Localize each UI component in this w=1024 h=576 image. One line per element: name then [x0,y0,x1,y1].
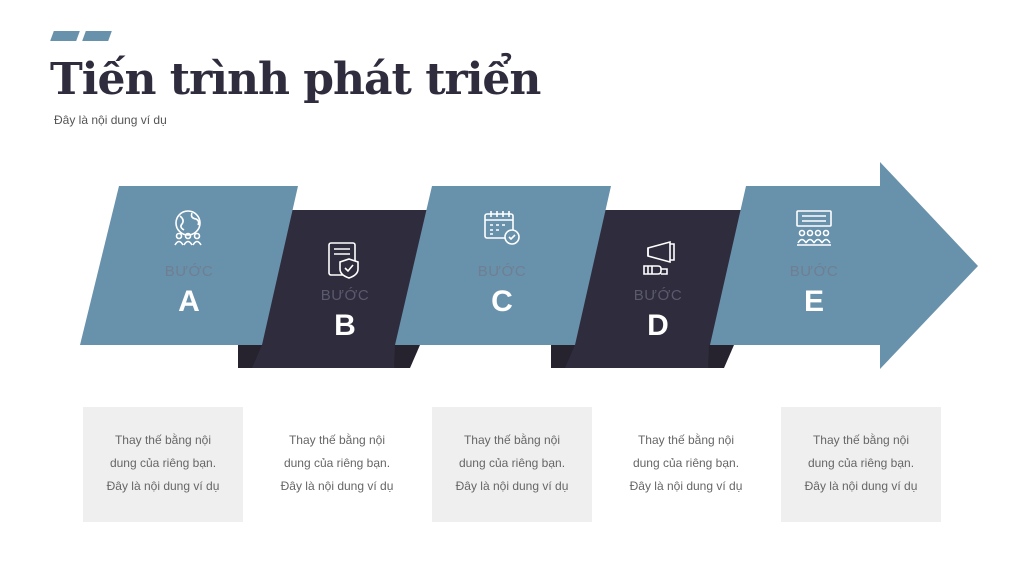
description-line: dung của riêng bạn. [283,456,391,470]
description-line: Đây là nội dung ví dụ [106,479,220,493]
description-line: dung của riêng bạn. [458,456,566,470]
step-b: BƯỚC B [285,287,405,343]
step-d-shape [551,210,742,368]
description-line: Thay thế bằng nội [288,433,386,447]
step-e-label: BƯỚC [789,263,839,280]
step-b-label: BƯỚC [320,287,370,304]
step-a-description: Thay thế bằng nội dung của riêng bạn. Đâ… [83,407,243,522]
description-line: Thay thế bằng nội [812,433,910,447]
step-c-label: BƯỚC [477,263,527,280]
step-d-description: Thay thế bằng nội dung của riêng bạn. Đâ… [606,407,766,522]
folder-shield-icon [328,242,359,279]
description-line: Thay thế bằng nội [114,433,212,447]
page-subtitle: Đây là nội dung ví dụ [54,113,167,127]
description-line: Thay thế bằng nội [637,433,735,447]
description-line: Đây là nội dung ví dụ [455,479,569,493]
globe-people-icon [174,210,202,246]
description-line: dung của riêng bạn. [807,456,915,470]
description-line: Đây là nội dung ví dụ [629,479,743,493]
page-title: Tiến trình phát triển [50,54,541,105]
step-a-letter: A [178,285,200,318]
megaphone-hand-icon [643,240,675,275]
description-line: dung của riêng bạn. [632,456,740,470]
step-e-description: Thay thế bằng nội dung của riêng bạn. Đâ… [781,407,941,522]
step-c-letter: C [491,285,513,318]
step-a-label: BƯỚC [164,263,214,280]
step-d: BƯỚC D [598,287,718,343]
step-d-letter: D [647,309,669,342]
description-line: Đây là nội dung ví dụ [280,479,394,493]
step-a: BƯỚC A [129,263,249,319]
step-e-arrow-shape [710,162,978,369]
step-e-letter: E [803,285,824,318]
step-d-fold [551,345,575,368]
step-c-description: Thay thế bằng nội dung của riêng bạn. Đâ… [432,407,592,522]
step-b-shape [238,210,428,368]
presentation-audience-icon [796,210,832,246]
step-e: BƯỚC E [754,263,874,319]
step-d-fold-right [708,345,734,368]
step-b-letter: B [334,309,356,342]
description-line: Thay thế bằng nội [463,433,561,447]
step-c-shape [395,186,611,345]
step-a-shape [80,186,298,345]
calendar-check-icon [484,211,520,245]
step-c: BƯỚC C [442,263,562,319]
step-b-description: Thay thế bằng nội dung của riêng bạn. Đâ… [257,407,417,522]
description-line: dung của riêng bạn. [109,456,217,470]
step-b-fold-right [394,345,420,368]
step-b-fold [238,345,262,368]
description-line: Đây là nội dung ví dụ [804,479,918,493]
step-d-label: BƯỚC [633,287,683,304]
